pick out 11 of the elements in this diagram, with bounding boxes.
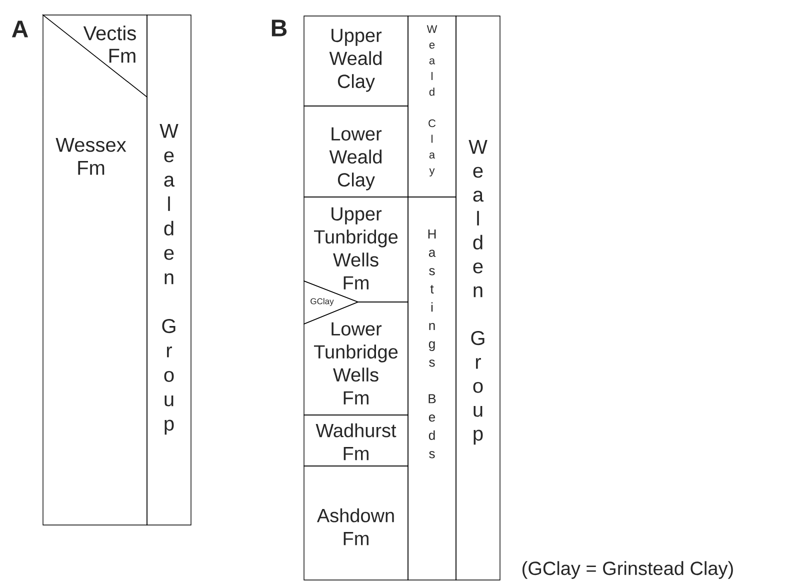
group-column: Wealden Group bbox=[456, 16, 500, 580]
formation-box: Upper Weald Clay bbox=[304, 16, 408, 106]
group-column: Wealden Group bbox=[146, 14, 192, 526]
panel-letter: B bbox=[272, 20, 287, 36]
formation-box: Lower Weald Clay bbox=[304, 106, 408, 198]
note: (GClay = Grinstead Clay) bbox=[522, 561, 733, 579]
panel-letter: A bbox=[12, 20, 28, 38]
formation-box: Ashdown Fm bbox=[304, 466, 408, 580]
group-column: Hastings Beds bbox=[408, 196, 456, 580]
group-column: Weald Clay bbox=[408, 16, 456, 198]
formation-box: Wadhurst Fm bbox=[304, 414, 408, 466]
